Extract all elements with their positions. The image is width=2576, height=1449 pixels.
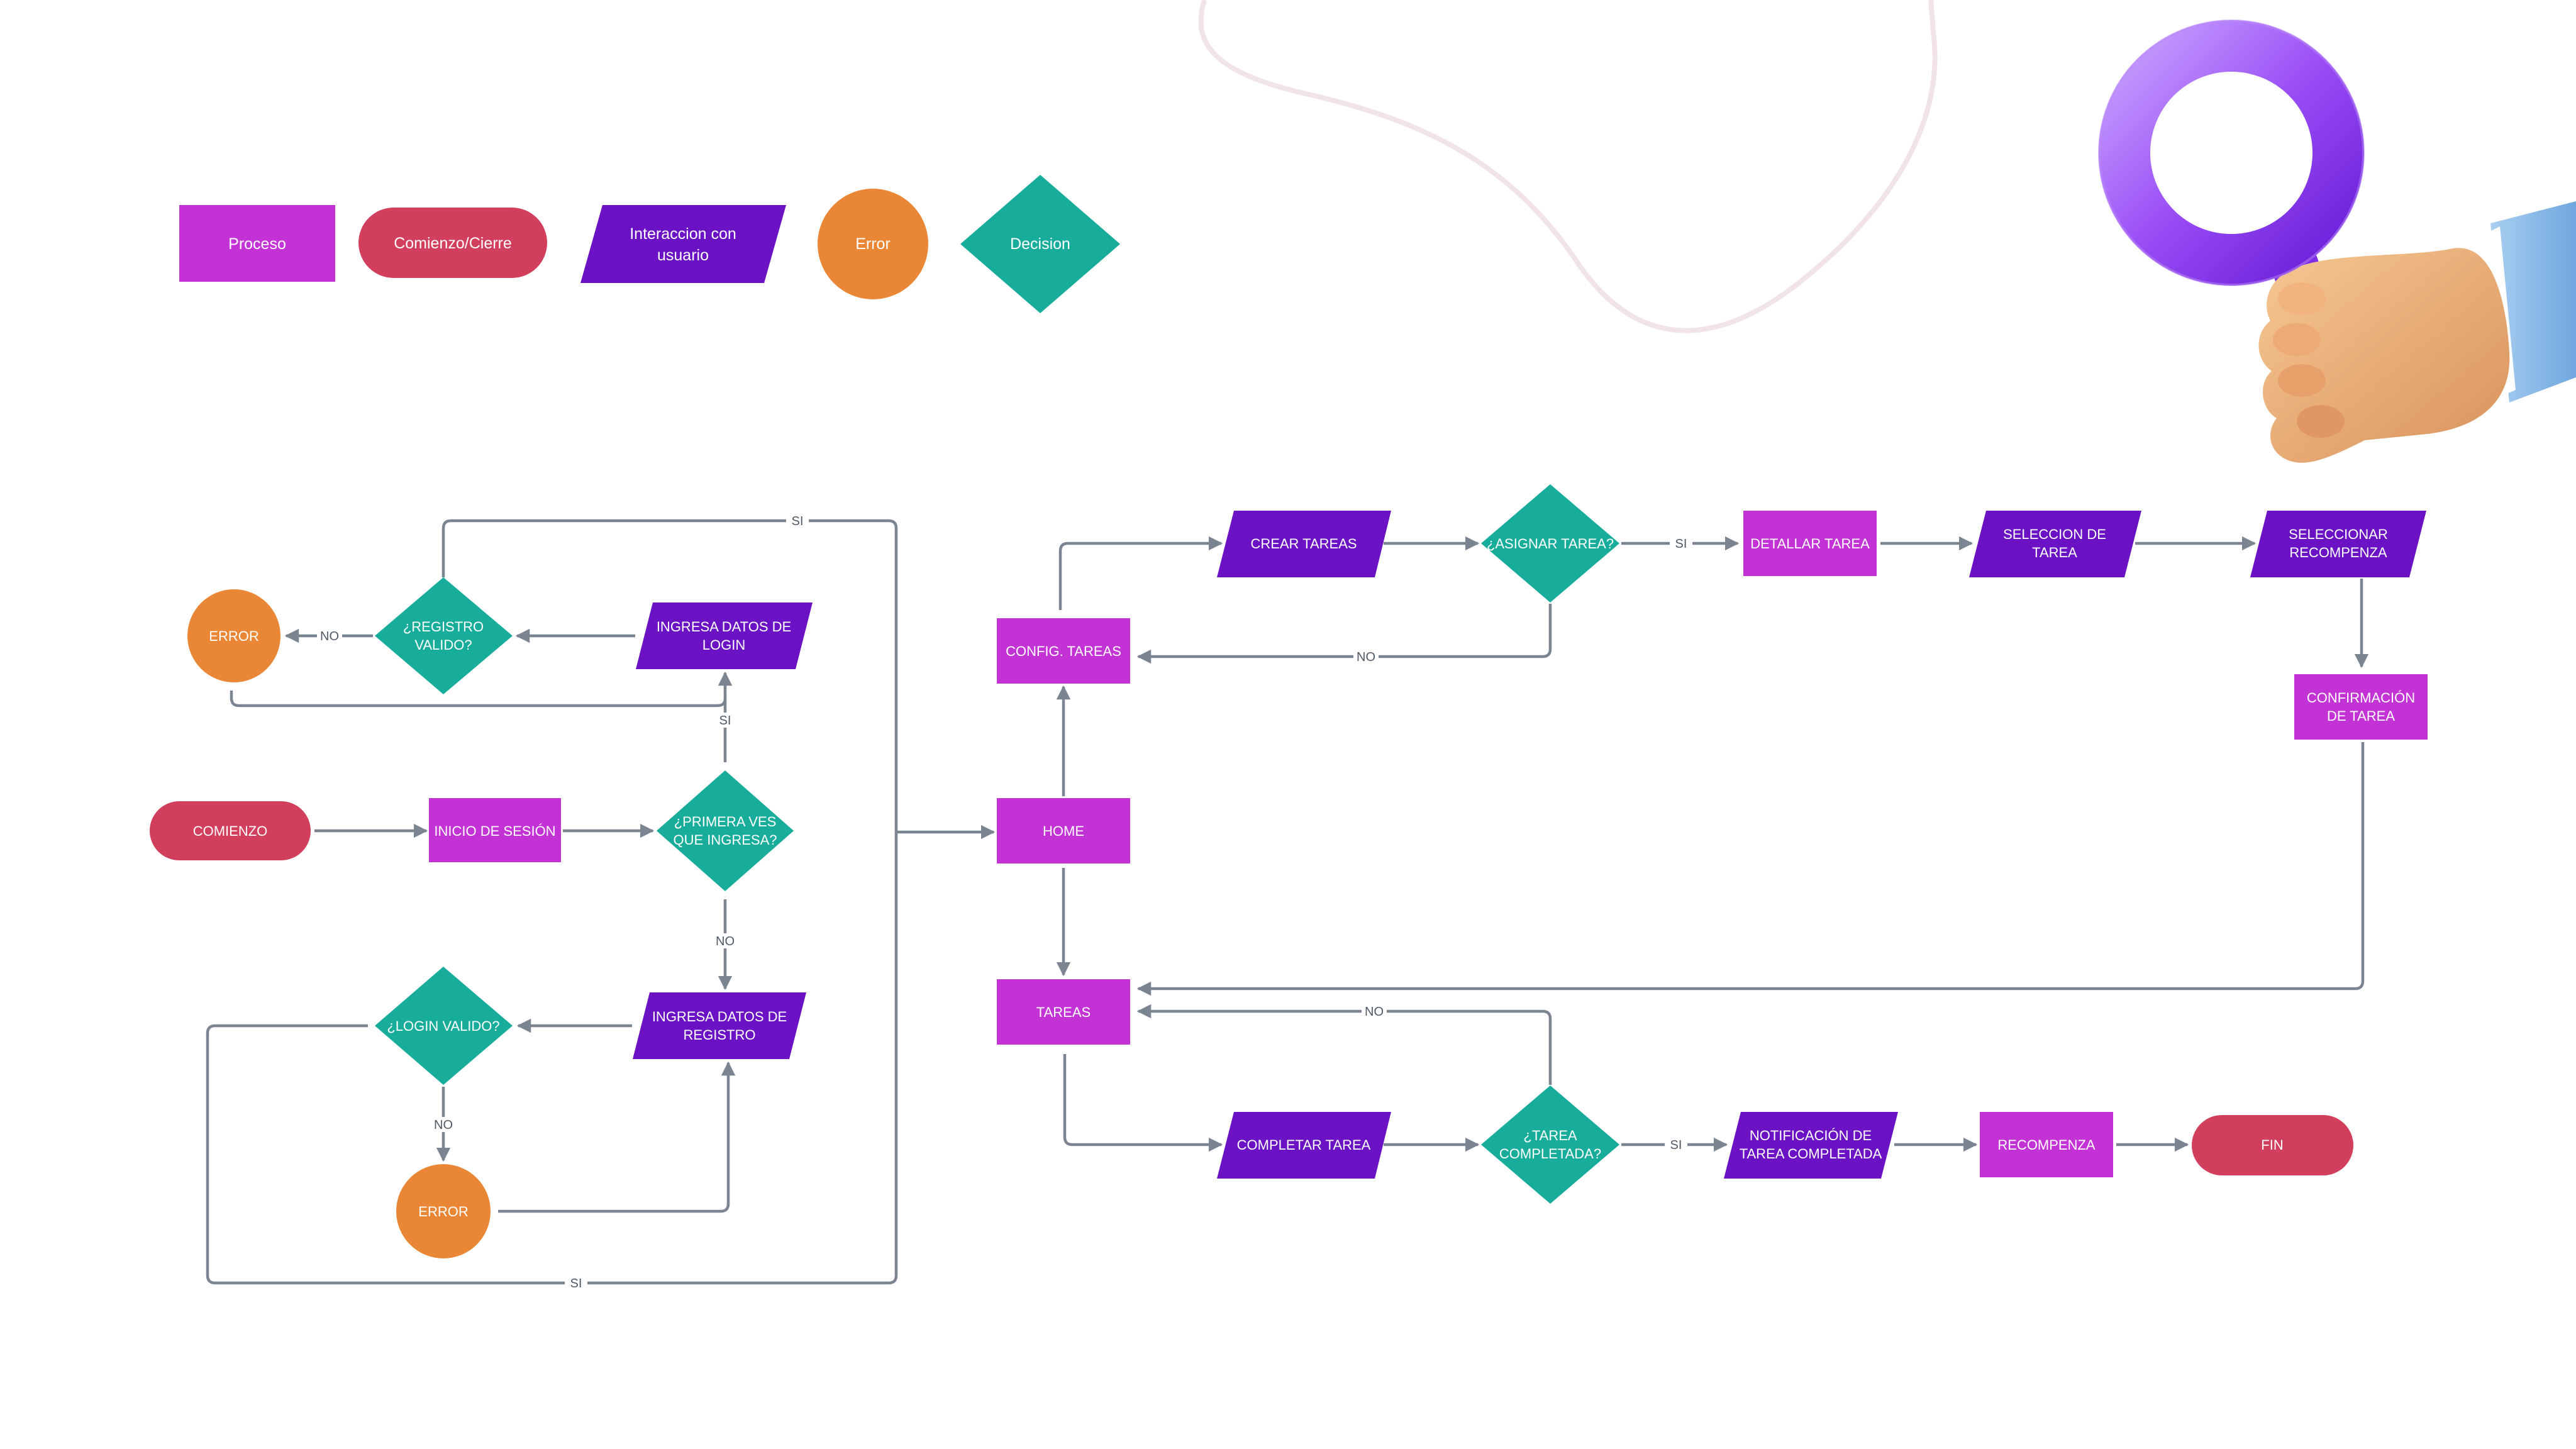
node-seleccion-tarea: SELECCION DE TAREA [1969,511,2141,577]
edge-label-no-completada: NO [1365,1005,1384,1019]
node-asignar-tarea: ¿ASIGNAR TAREA? [1481,484,1619,602]
legend-interaction: Interaccion con usuario [580,205,786,283]
legend-interaction-label-line2: usuario [657,247,709,264]
decorative-doodle [1198,0,1938,333]
node-inicio-sesion-label: INICIO DE SESIÓN [434,823,555,839]
edge-label-no-asignar: NO [1357,650,1375,664]
node-login-valido: ¿LOGIN VALIDO? [375,967,513,1085]
edge-label-si-asignar: SI [1675,537,1687,551]
node-ingresa-login-line2: LOGIN [702,637,745,653]
node-notificacion: NOTIFICACIÓN DE TAREA COMPLETADA [1724,1112,1898,1179]
node-tareas-label: TAREAS [1036,1004,1091,1020]
node-ingresa-login-line1: INGRESA DATOS DE [657,619,791,635]
node-notificacion-line2: TAREA COMPLETADA [1740,1146,1882,1162]
legend-interaction-label-line1: Interaccion con [630,225,736,243]
edge-label-no-login: NO [434,1118,453,1132]
node-completar-tarea-label: COMPLETAR TAREA [1237,1137,1371,1153]
edge-label-si-primera: SI [719,714,731,728]
node-recompenza-label: RECOMPENZA [1997,1137,2096,1153]
node-confirmacion-tarea-line2: DE TAREA [2327,708,2395,724]
node-ingresa-registro-line2: REGISTRO [684,1027,756,1043]
node-primera-vez-line2: QUE INGRESA? [673,832,777,848]
node-registro-valido-line2: VALIDO? [414,637,472,653]
node-comienzo: COMIENZO [150,801,311,860]
node-comienzo-label: COMIENZO [193,823,268,839]
node-config-tareas-label: CONFIG. TAREAS [1006,643,1121,659]
node-completar-tarea: COMPLETAR TAREA [1217,1112,1391,1179]
node-primera-vez: ¿PRIMERA VES QUE INGRESA? [657,770,794,891]
legend-terminal: Comienzo/Cierre [358,208,547,278]
node-fin: FIN [2192,1115,2353,1175]
node-confirmacion-tarea: CONFIRMACIÓN DE TAREA [2294,674,2428,740]
node-asignar-tarea-label: ¿ASIGNAR TAREA? [1487,536,1614,552]
edge-asignar-config-no [1136,604,1552,664]
edge-label-si-top: SI [792,514,804,528]
node-detallar-tarea-label: DETALLAR TAREA [1750,536,1870,552]
node-error-top-label: ERROR [209,628,258,644]
node-tarea-completada: ¿TAREA COMPLETADA? [1481,1085,1619,1204]
legend-error: Error [818,189,928,299]
node-ingresa-registro-line1: INGRESA DATOS DE [652,1009,787,1024]
node-home-label: HOME [1043,823,1084,839]
node-seleccion-tarea-line2: TAREA [2032,545,2077,560]
legend-terminal-label: Comienzo/Cierre [394,235,512,252]
node-recompenza: RECOMPENZA [1980,1112,2113,1177]
node-detallar-tarea: DETALLAR TAREA [1743,511,1877,576]
node-login-valido-label: ¿LOGIN VALIDO? [387,1018,499,1034]
node-tareas: TAREAS [997,979,1130,1045]
node-registro-valido: ¿REGISTRO VALIDO? [375,577,513,694]
nodes: COMIENZO INICIO DE SESIÓN ¿PRIMERA VES Q… [150,484,2428,1258]
node-home: HOME [997,798,1130,863]
node-crear-tareas-label: CREAR TAREAS [1250,536,1357,552]
node-seleccion-tarea-line1: SELECCION DE [2003,526,2106,542]
legend-process: Proceso [179,205,335,282]
edge-label-no-primera: NO [716,935,735,948]
legend: Proceso Comienzo/Cierre Interaccion con … [179,175,1120,313]
legend-error-label: Error [855,235,891,253]
node-crear-tareas: CREAR TAREAS [1217,511,1391,577]
node-error-bottom-label: ERROR [418,1204,468,1219]
legend-decision-label: Decision [1010,235,1070,253]
node-error-top: ERROR [187,589,280,682]
edge-confirmacion-tareas [1136,742,2365,996]
node-notificacion-line1: NOTIFICACIÓN DE [1750,1128,1872,1143]
magnifier-hand-illustration [2098,19,2576,463]
edge-error-top-back [230,691,727,708]
node-ingresa-login: INGRESA DATOS DE LOGIN [636,602,813,669]
node-inicio-sesion: INICIO DE SESIÓN [429,798,561,862]
node-seleccionar-recompenza: SELECCIONAR RECOMPENZA [2250,511,2426,577]
edge-label-si-completada: SI [1670,1138,1682,1152]
node-error-bottom: ERROR [396,1164,491,1258]
edge-error-bottom-back [498,1061,736,1213]
node-fin-label: FIN [2261,1137,2283,1153]
node-tarea-completada-line2: COMPLETADA? [1499,1146,1601,1162]
edge-label-si-bottom: SI [570,1277,582,1291]
legend-process-label: Proceso [228,235,286,253]
edge-label-no-registro: NO [320,630,339,643]
node-primera-vez-line1: ¿PRIMERA VES [674,814,777,830]
edges [206,519,2369,1285]
node-seleccionar-recompenza-line1: SELECCIONAR [2289,526,2388,542]
node-seleccionar-recompenza-line2: RECOMPENZA [2289,545,2387,560]
edge-registro-si [206,519,898,1285]
edge-tareas-completar [1063,1054,1223,1152]
edge-labels: SI NO SI NO NO SI SI NO NO SI [317,513,1692,1291]
node-config-tareas: CONFIG. TAREAS [997,618,1130,684]
node-registro-valido-line1: ¿REGISTRO [403,619,484,635]
edge-config-crear [1058,536,1223,610]
node-tarea-completada-line1: ¿TAREA [1523,1128,1577,1143]
node-ingresa-registro: INGRESA DATOS DE REGISTRO [633,992,806,1059]
node-confirmacion-tarea-line1: CONFIRMACIÓN [2307,690,2415,706]
legend-decision: Decision [960,175,1120,313]
edge-completada-tareas-no [1136,1004,1552,1085]
